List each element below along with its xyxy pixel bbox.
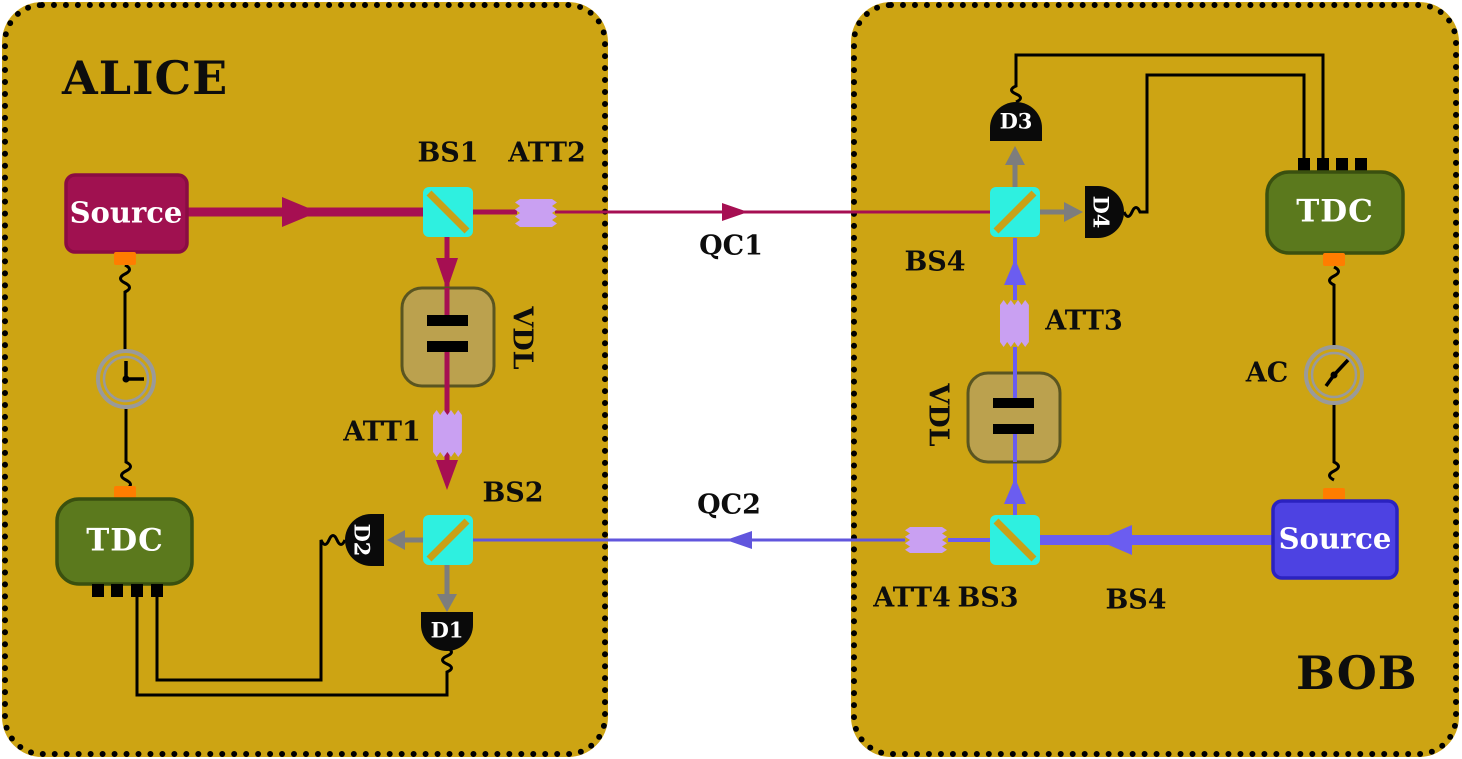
beam-arrow-right-icon xyxy=(282,197,318,227)
bob-tdc-box xyxy=(1265,158,1405,266)
bob-tdc-label: TDC xyxy=(1296,193,1374,230)
arrow-up-icon xyxy=(1005,146,1025,165)
arrow-down-icon xyxy=(437,594,457,612)
beam-arrow-up-icon xyxy=(1004,478,1026,504)
alice-att1 xyxy=(433,410,462,457)
detector-d3 xyxy=(990,102,1042,141)
connector-tab xyxy=(1323,253,1345,266)
vdl-plate-icon xyxy=(427,315,468,326)
ac-label: AC xyxy=(1245,357,1289,389)
qc1-arrow-icon xyxy=(722,203,748,221)
att4-label: ATT4 xyxy=(873,582,951,614)
connector-tab xyxy=(114,486,136,499)
alice-beams xyxy=(187,197,990,321)
bob-bs4 xyxy=(990,187,1040,237)
alice-title: ALICE xyxy=(62,51,229,105)
bs4-top-label: BS4 xyxy=(904,246,966,278)
qc2-label: QC2 xyxy=(697,489,761,521)
bs1-label: BS1 xyxy=(417,137,479,169)
att3-label: ATT3 xyxy=(1045,305,1123,337)
bob-detector-arrows xyxy=(1012,165,1064,215)
arrow-right-icon xyxy=(1064,202,1083,222)
alice-bs2 xyxy=(423,515,473,565)
d1-label: D1 xyxy=(430,617,464,643)
bob-clock xyxy=(1304,345,1364,405)
d2-label: D2 xyxy=(349,523,375,557)
bob-att4 xyxy=(905,527,947,553)
arrow-left-icon xyxy=(387,530,405,550)
detector-d1 xyxy=(421,612,473,651)
bob-bs3 xyxy=(990,515,1040,565)
bob-title: BOB xyxy=(1296,646,1418,700)
connector-tab xyxy=(1323,488,1345,501)
detector-d2 xyxy=(345,514,384,566)
att1-label: ATT1 xyxy=(343,416,421,448)
d3-label: D3 xyxy=(999,108,1033,134)
alice-att2 xyxy=(515,199,557,227)
bob-source-label: Source xyxy=(1278,521,1392,556)
alice-clock-wire xyxy=(119,263,132,491)
bs3-label: BS3 xyxy=(957,582,1019,614)
alice-tdc-box xyxy=(55,486,194,597)
vdl-plate-icon xyxy=(993,424,1034,434)
bob-vdl-label: VDL xyxy=(922,383,954,447)
alice-source-label: Source xyxy=(69,195,183,230)
alice-tdc-wires xyxy=(135,534,453,697)
beam-arrow-left-icon xyxy=(1097,525,1132,555)
alice-vdl xyxy=(400,286,496,490)
bs2-label: BS2 xyxy=(482,477,544,509)
alice-source-box xyxy=(64,173,189,265)
bob-clock-wire xyxy=(1328,265,1340,482)
bob-vdl xyxy=(966,347,1062,464)
alice-bs1 xyxy=(423,187,473,237)
bob-att3 xyxy=(1000,300,1029,347)
alice-vdl-label: VDL xyxy=(506,306,538,370)
bob-source-box xyxy=(1271,488,1399,580)
alice-tdc-label: TDC xyxy=(86,522,164,559)
bob-beams xyxy=(948,238,1273,555)
beam-arrow-down-icon xyxy=(436,258,458,290)
qc2-arrow-icon xyxy=(726,531,752,549)
alice-clock xyxy=(96,349,156,409)
connector-tab xyxy=(114,252,136,265)
vdl-plate-icon xyxy=(993,398,1034,408)
att2-label: ATT2 xyxy=(508,137,586,169)
beam-arrow-down-icon xyxy=(436,460,458,490)
bs4-beam-label: BS4 xyxy=(1105,584,1167,616)
beam-arrow-up-icon xyxy=(1004,259,1026,285)
alice-detector-arrows xyxy=(405,537,450,594)
detector-d4 xyxy=(1085,186,1124,238)
bob-tdc-wires xyxy=(1010,53,1325,218)
d4-label: D4 xyxy=(1088,195,1114,229)
qc1-label: QC1 xyxy=(699,230,763,262)
vdl-plate-icon xyxy=(427,341,468,352)
